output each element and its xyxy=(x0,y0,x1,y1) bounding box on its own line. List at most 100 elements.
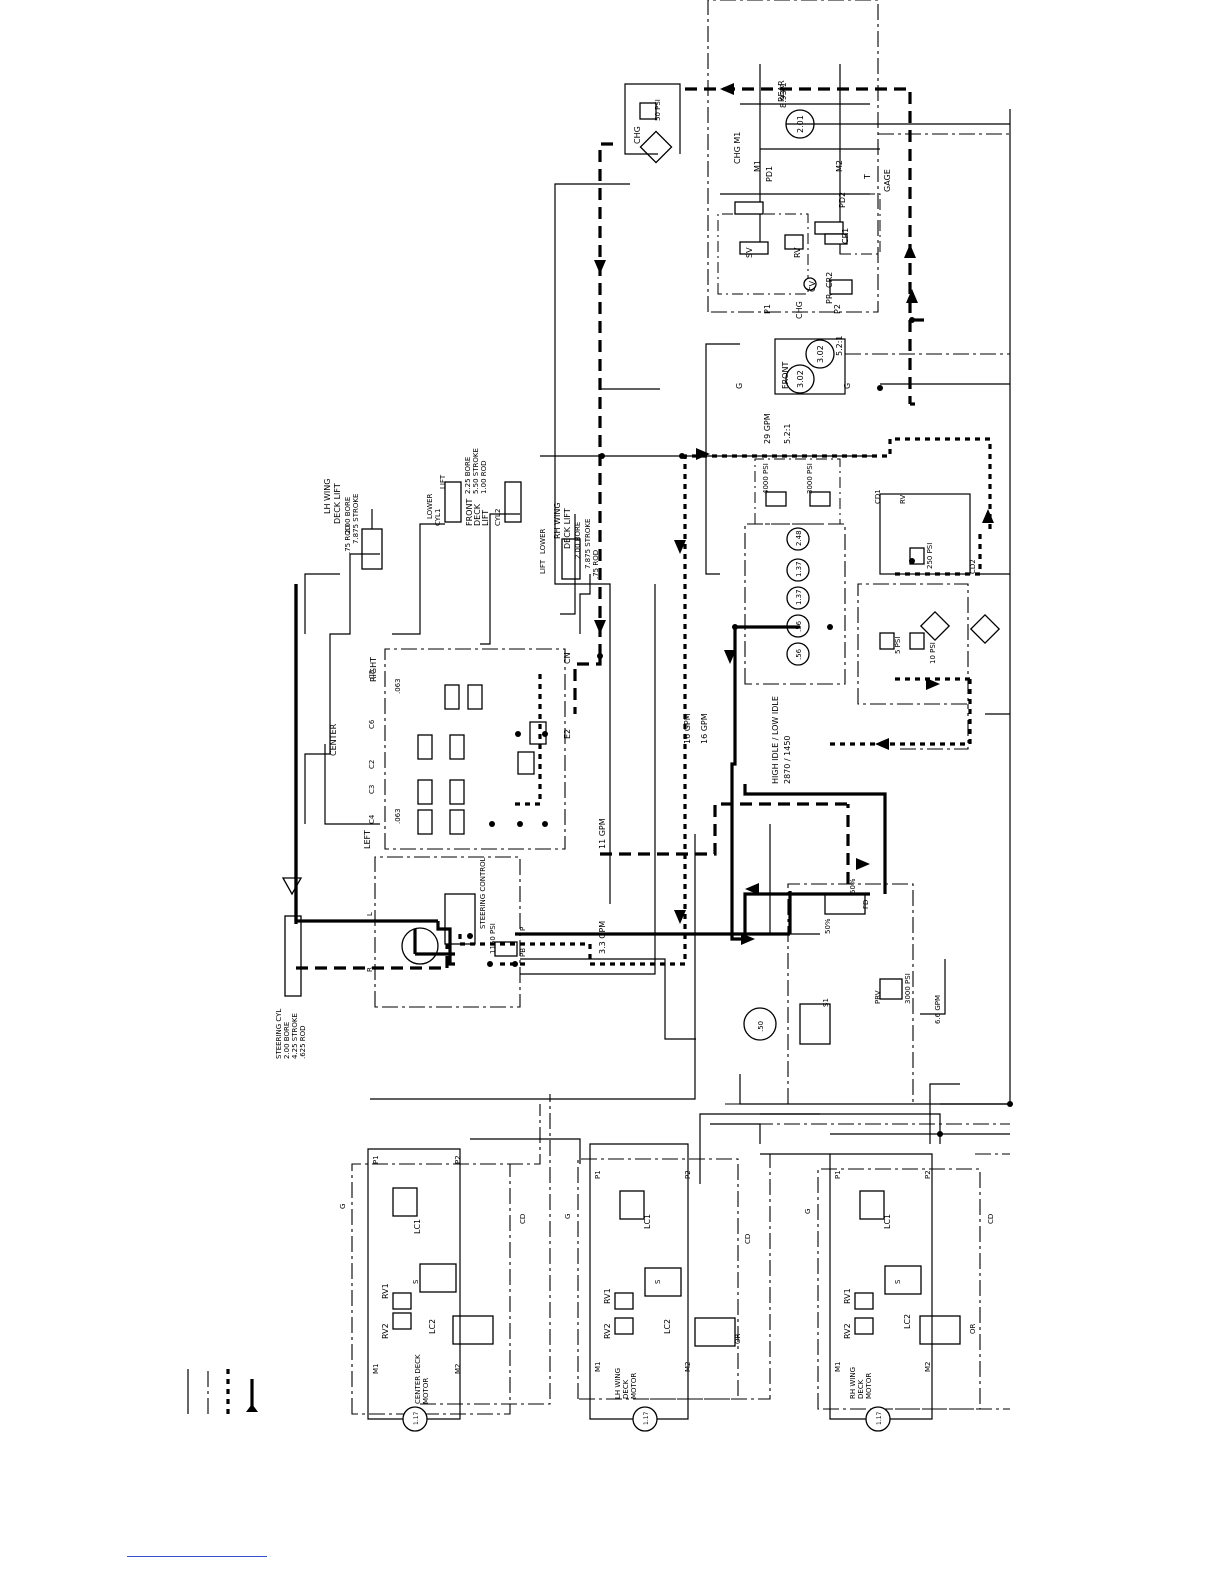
center-s-valve xyxy=(419,1263,457,1293)
arrow-up-center xyxy=(674,540,686,554)
lh-label-lc2: LC2 xyxy=(663,1319,672,1334)
pd2-valve xyxy=(814,221,844,235)
center-rv2 xyxy=(392,1312,412,1330)
case-drain-lines xyxy=(420,133,1010,1410)
rh-label-or: OR xyxy=(969,1323,977,1334)
label-t: T xyxy=(863,174,872,180)
lh-label-rv1: RV1 xyxy=(603,1288,612,1304)
label-cr1: CR1 xyxy=(841,228,850,244)
center-label-s: S xyxy=(412,1279,420,1284)
rh-lc2 xyxy=(919,1315,961,1345)
center-label-lc2: LC2 xyxy=(428,1319,437,1334)
center-label-p1: P1 xyxy=(372,1155,380,1164)
label-m2: M2 xyxy=(835,160,844,172)
label-3000psi: 3000 PSI xyxy=(806,463,814,494)
pump-2-48 xyxy=(786,527,810,551)
label-16gpm-b: 16 GPM xyxy=(700,713,709,744)
label-1150psi: 1150 PSI xyxy=(489,923,497,954)
label-rv-cooler: RV xyxy=(899,495,907,504)
rh-motor-disp: 1.17 xyxy=(876,1411,883,1425)
rh-label-rv2: RV2 xyxy=(843,1323,852,1339)
center-lc2 xyxy=(452,1315,494,1345)
label-r: R xyxy=(366,967,374,972)
center-label-m1: M1 xyxy=(372,1364,380,1375)
label-center: CENTER xyxy=(329,723,338,756)
prv-valve xyxy=(879,978,903,1000)
label-lower-1: LOWER xyxy=(426,493,434,519)
label-sv: SV xyxy=(745,247,754,258)
relief-4000 xyxy=(765,491,787,507)
center-label-p2: P2 xyxy=(454,1155,462,1164)
lh-label-cd: CD xyxy=(744,1234,752,1244)
pd1-valve xyxy=(734,201,764,215)
flow-divider-fd xyxy=(824,893,866,915)
front-cyl-label-2: DECK xyxy=(473,503,482,526)
center-label-g: G xyxy=(339,1204,347,1209)
line-legend xyxy=(187,1369,258,1414)
lh-label-p1: P1 xyxy=(594,1170,602,1179)
valve-c4-b xyxy=(449,809,465,835)
lh-cyl-label-5: .75 ROD xyxy=(344,525,352,554)
label-pb: PB xyxy=(519,948,527,957)
lh-motor-disp: 1.17 xyxy=(643,1411,650,1425)
lh-rv2 xyxy=(614,1317,634,1335)
rh-label-s: S xyxy=(894,1279,902,1284)
label-c6: C6 xyxy=(368,719,376,729)
lh-motor-label-3: MOTOR xyxy=(630,1373,638,1399)
label-lift-2: LIFT xyxy=(539,559,547,574)
front-motors: 3.02 3.02 FRONT 5.2:1 5.2:1 29 GPM G G xyxy=(735,335,852,444)
lh-label-g: G xyxy=(564,1214,572,1219)
label-p: P xyxy=(519,927,527,931)
label-29gpm: 29 GPM xyxy=(763,413,772,444)
flow-divider-manifold: .50 50% 50% FD S1 PRV 3000 PSI 6.6 GPM xyxy=(743,878,942,1105)
center-deck-manifold: LC1 LC2 RV1 RV2 S CD P1 P2 M1 M2 G 1.17 … xyxy=(339,1148,527,1432)
label-g-front-right: G xyxy=(843,383,852,389)
valve-c5-b xyxy=(467,684,483,710)
valve-c5 xyxy=(444,684,460,710)
rh-label-cd: CD xyxy=(987,1214,995,1224)
label-prv: PRV xyxy=(874,990,882,1004)
rh-label-m1: M1 xyxy=(834,1362,842,1373)
label-m1: M1 xyxy=(753,160,762,172)
relief-3000 xyxy=(809,491,831,507)
arrow-right-cooler xyxy=(926,678,940,690)
rh-label-lc1: LC1 xyxy=(883,1214,892,1229)
rh-s-valve xyxy=(884,1265,922,1295)
label-g-front: G xyxy=(735,383,744,389)
lh-s-valve xyxy=(644,1267,682,1297)
pump-1-37a-label: 1.37 xyxy=(795,561,803,577)
label-gage: GAGE xyxy=(883,169,892,192)
label-left: LEFT xyxy=(363,830,372,849)
lh-cyl-label-2: DECK LIFT xyxy=(333,483,342,524)
arrow-up-low xyxy=(674,910,686,924)
label-orifice-1: .063 xyxy=(394,678,402,694)
rh-label-rv1: RV1 xyxy=(843,1288,852,1304)
label-4000psi: 4000 PSI xyxy=(762,463,770,494)
center-rv1 xyxy=(392,1292,412,1310)
label-50pct-a: 50% xyxy=(849,878,857,894)
lh-cyl-label-1: LH WING xyxy=(323,479,332,514)
steering-motor xyxy=(401,927,439,965)
label-chg-filter: CHG xyxy=(633,126,642,144)
label-c2: C2 xyxy=(368,760,376,769)
label-3000psi-prv: 3000 PSI xyxy=(904,973,912,1004)
valve-c6 xyxy=(417,734,433,760)
pump-56b xyxy=(786,642,810,666)
steer-cyl-label-2: 2.00 BORE xyxy=(283,1022,291,1059)
rear-motor: 2.01 8.93:1 REAR xyxy=(777,80,1010,139)
center-label-m2: M2 xyxy=(454,1364,462,1375)
valve-c2-b xyxy=(449,779,465,805)
rh-label-lc2: LC2 xyxy=(903,1314,912,1329)
cooler-element xyxy=(969,613,1001,645)
label-3-3gpm: 3.3 GPM xyxy=(598,921,607,954)
label-pd2: PD2 xyxy=(838,192,847,208)
rv-valve xyxy=(784,234,804,250)
label-050: .50 xyxy=(757,1021,765,1032)
label-5psi: 5 PSI xyxy=(894,637,902,654)
pr-valve xyxy=(829,279,853,295)
thin-lines xyxy=(304,83,1011,1184)
label-chg-m1: CHG M1 xyxy=(733,132,742,164)
label-50psi: 50 PSI xyxy=(654,99,662,121)
label-6-6gpm: 6.6 GPM xyxy=(934,995,942,1024)
label-chg-port: CHG xyxy=(795,301,804,319)
